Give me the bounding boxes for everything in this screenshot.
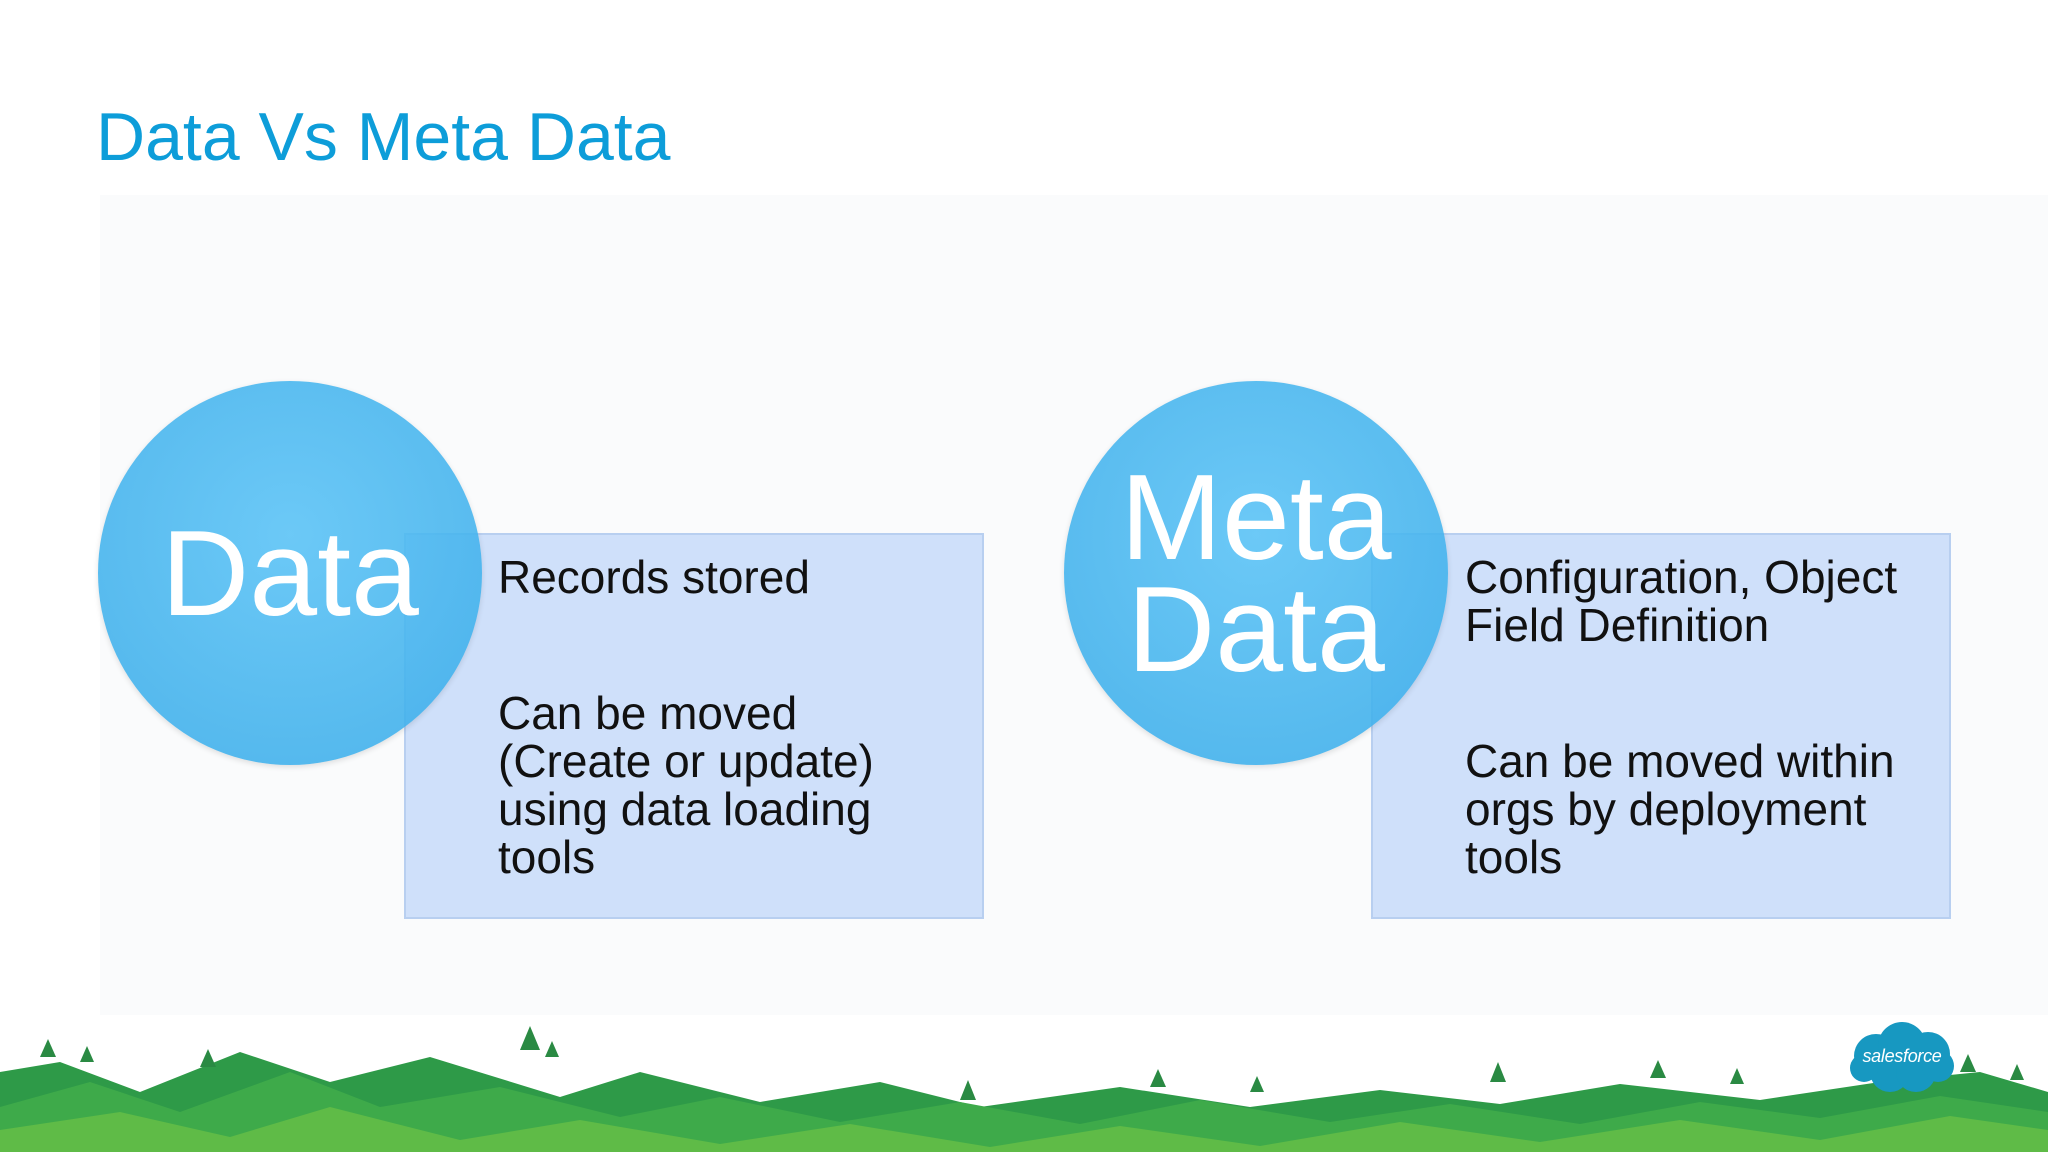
hills-landscape-footer xyxy=(0,1026,2048,1152)
metadata-circle-label: Meta Data xyxy=(1120,449,1392,697)
data-item-records-stored: Records stored xyxy=(498,551,810,603)
salesforce-logo-text: salesforce xyxy=(1862,1046,1942,1066)
slide-title: Data Vs Meta Data xyxy=(96,99,671,175)
data-circle: Data xyxy=(98,381,482,765)
salesforce-logo: salesforce xyxy=(1846,1020,1958,1098)
metadata-description-box: Configuration, Object Field Definition C… xyxy=(1371,533,1951,919)
data-circle-label: Data xyxy=(161,505,419,641)
metadata-item-configuration: Configuration, Object Field Definition xyxy=(1465,551,1898,651)
salesforce-cloud-icon xyxy=(1850,1022,1954,1092)
metadata-item-can-be-moved: Can be moved within orgs by deployment t… xyxy=(1465,735,1895,883)
metadata-circle: Meta Data xyxy=(1064,381,1448,765)
data-item-can-be-moved: Can be moved (Create or update) using da… xyxy=(498,687,874,883)
data-description-box: Records stored Can be moved (Create or u… xyxy=(404,533,984,919)
